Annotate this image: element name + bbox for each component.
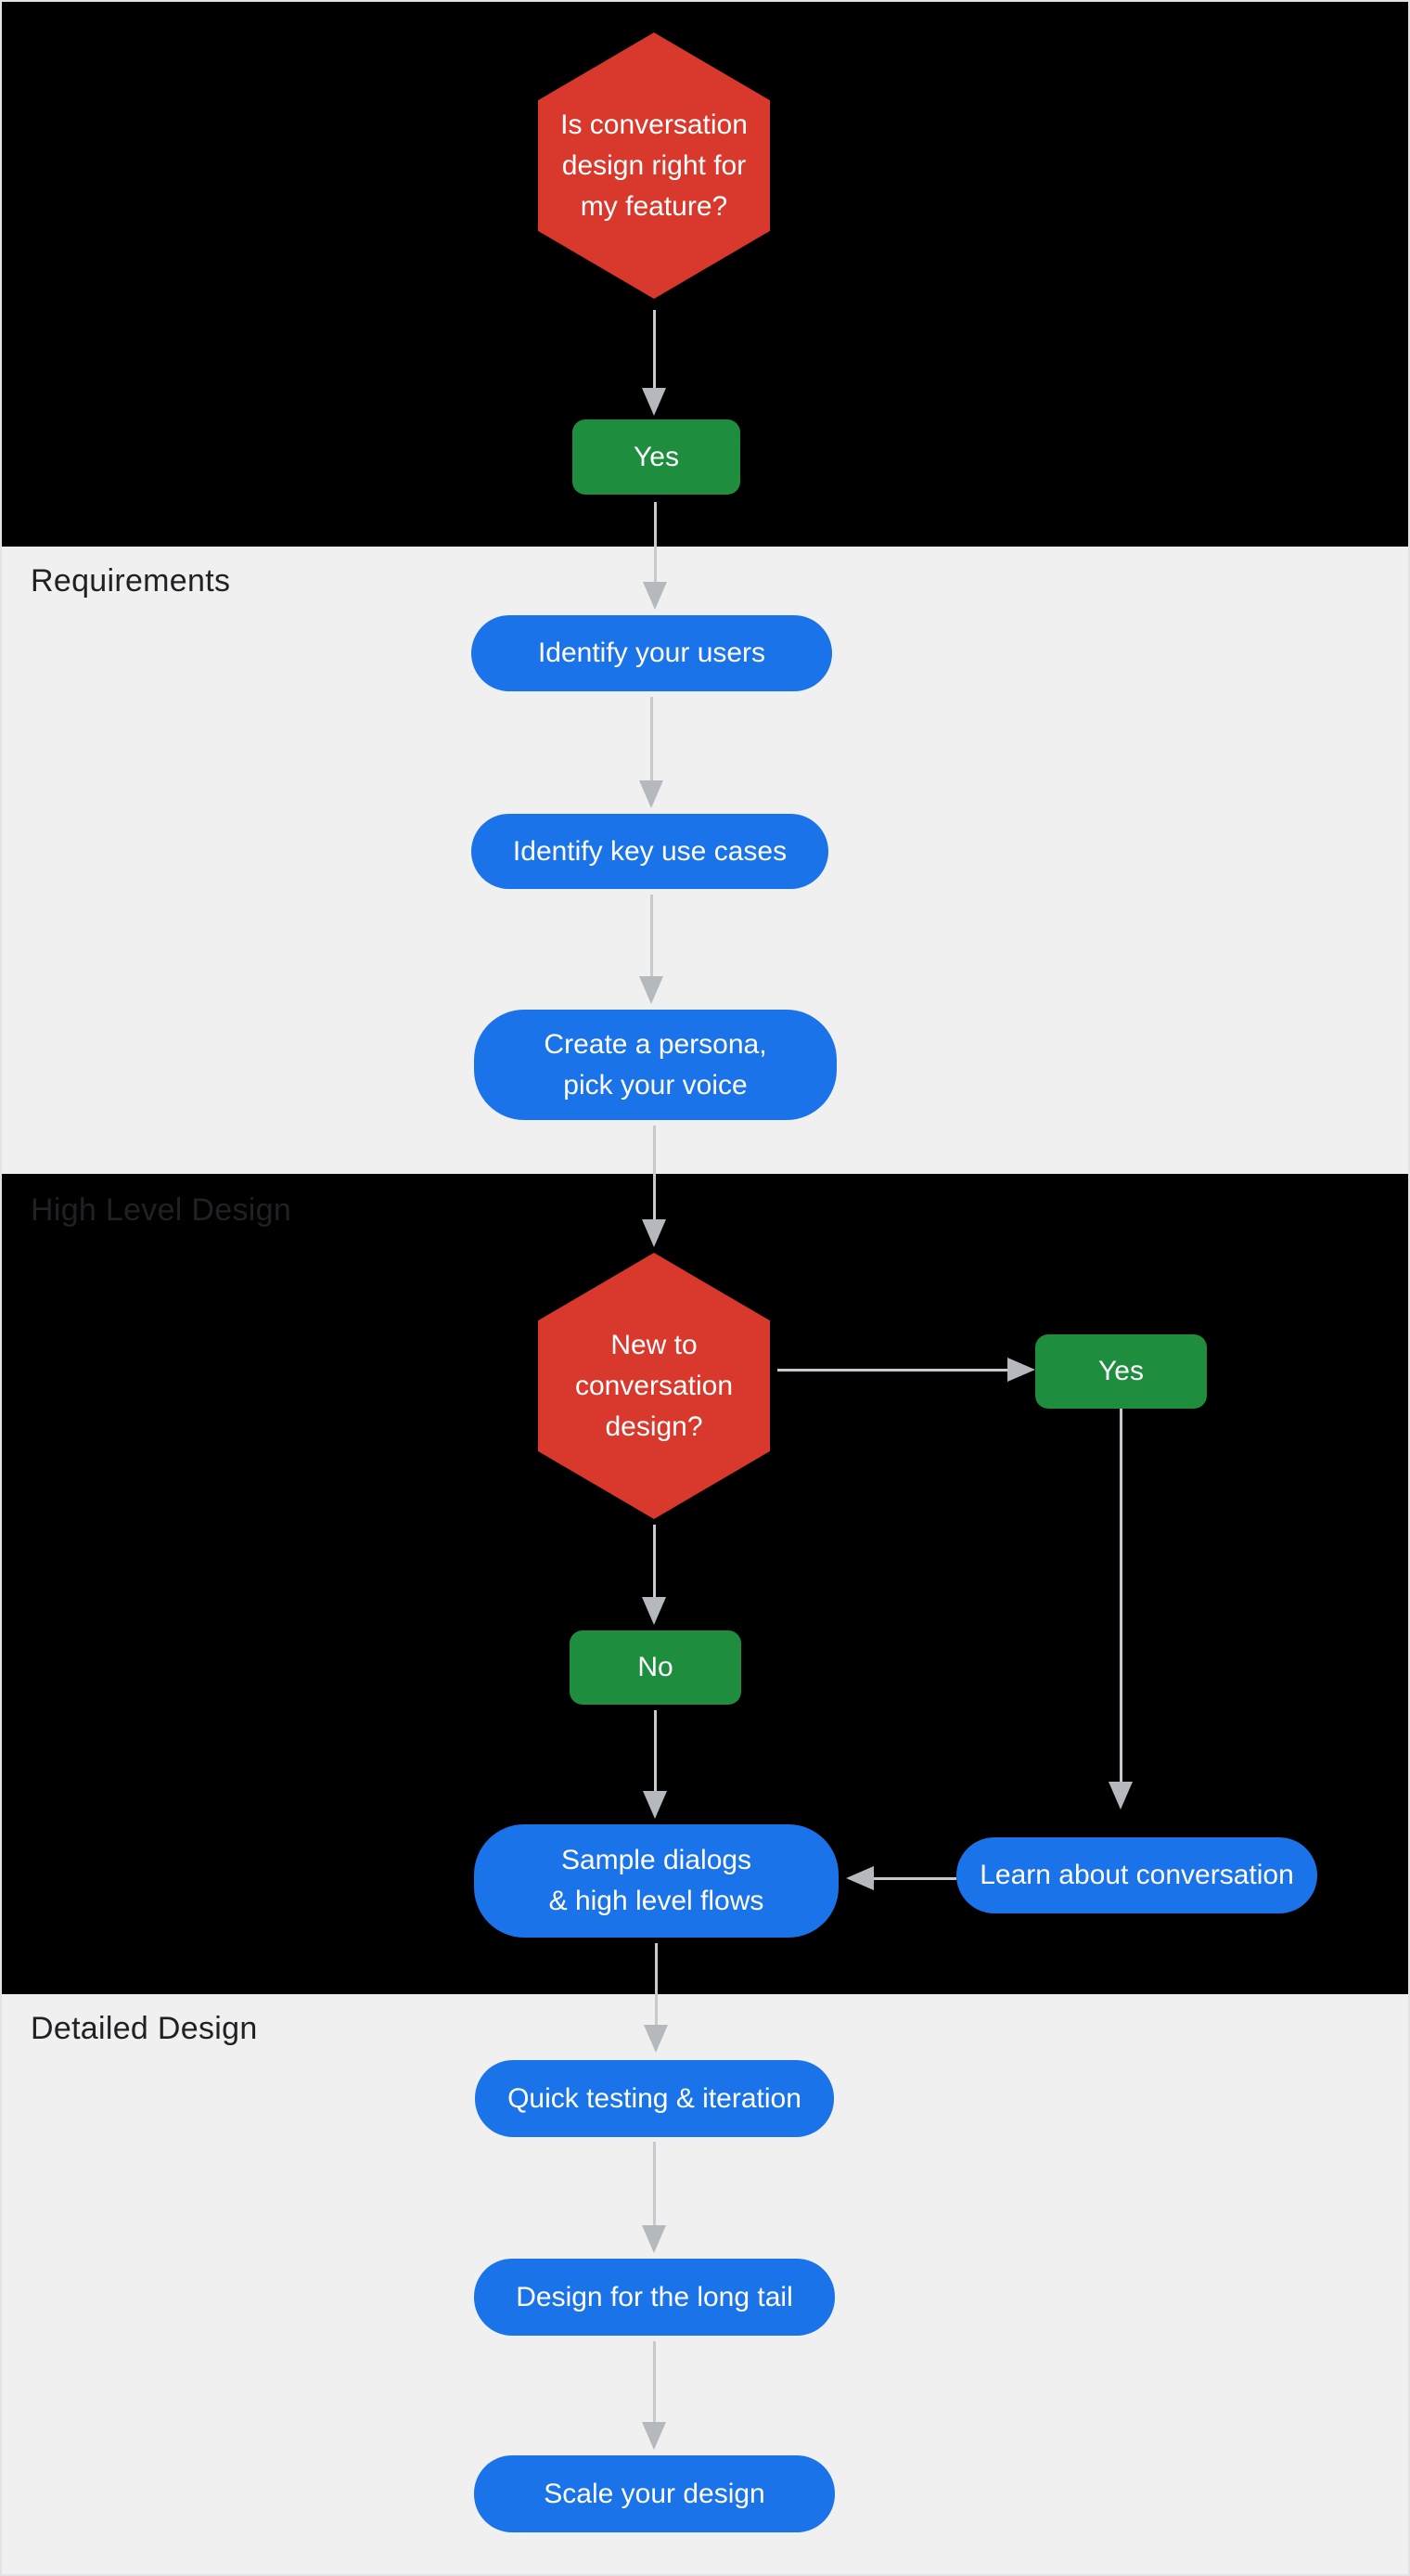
pill-line: pick your voice — [563, 1069, 748, 1101]
arrow-learn-to-sample-dialogs — [846, 1866, 956, 1890]
arrow-shaft — [652, 310, 656, 390]
design-long-tail-pill[interactable]: Design for the long tail — [474, 2259, 835, 2336]
quick-testing-pill[interactable]: Quick testing & iteration — [475, 2060, 834, 2137]
pill-line: Sample dialogs — [560, 1845, 752, 1875]
arrow-head-down-icon — [642, 2225, 666, 2253]
arrow-head-down-icon — [643, 1791, 667, 1819]
identify-your-users-pill[interactable]: Identify your users — [471, 615, 832, 691]
arrow-decision-to-yes-new — [777, 1358, 1035, 1382]
arrow-persona-to-new-decision — [642, 1126, 666, 1247]
pill-label: Learn about conversation — [980, 1860, 1294, 1890]
requirements-label: Requirements — [31, 563, 231, 599]
arrow-head-down-icon — [642, 388, 666, 416]
yes-button-new[interactable]: Yes — [1035, 1334, 1207, 1409]
arrow-yes-to-learn — [1109, 1409, 1133, 1810]
decision-line: my feature? — [580, 190, 728, 222]
pill-label: Identify key use cases — [512, 835, 788, 867]
arrow-use-cases-to-persona — [639, 895, 663, 1004]
pill-line: & high level flows — [548, 1886, 764, 1916]
arrow-long-tail-to-scale — [642, 2341, 666, 2450]
arrow-shaft — [652, 1126, 656, 1221]
decision-line: conversation — [574, 1370, 734, 1401]
decision-line: New to — [610, 1329, 698, 1360]
yes-button-label: Yes — [1098, 1356, 1144, 1386]
no-button[interactable]: No — [570, 1630, 741, 1705]
identify-key-use-cases-pill[interactable]: Identify key use cases — [471, 814, 828, 889]
arrow-head-down-icon — [642, 1597, 666, 1625]
pill-label: Scale your design — [544, 2478, 765, 2509]
pill-label: Identify your users — [537, 638, 766, 668]
arrow-shaft — [654, 1943, 658, 2027]
arrow-shaft — [872, 1876, 956, 1880]
decision-line: design? — [605, 1410, 703, 1442]
arrow-shaft — [653, 502, 657, 584]
pill-line: Create a persona, — [544, 1028, 767, 1060]
yes-button-feature[interactable]: Yes — [572, 419, 740, 495]
arrow-shaft — [777, 1368, 1009, 1372]
sample-dialogs-pill[interactable]: Sample dialogs & high level flows — [474, 1824, 839, 1938]
arrow-head-down-icon — [639, 780, 663, 808]
arrow-shaft — [653, 1710, 657, 1793]
arrow-decision-to-yes — [642, 310, 666, 416]
pill-label: Quick testing & iteration — [507, 2082, 801, 2114]
arrow-head-down-icon — [1109, 1782, 1133, 1810]
detailed-design-label: Detailed Design — [31, 2011, 258, 2046]
arrow-shaft — [649, 895, 653, 978]
yes-button-label: Yes — [634, 441, 679, 472]
arrow-no-to-sample-dialogs — [643, 1710, 667, 1819]
decision-line: design right for — [561, 149, 747, 181]
arrow-head-down-icon — [639, 976, 663, 1004]
scale-your-design-pill[interactable]: Scale your design — [474, 2455, 835, 2532]
arrow-decision-to-no — [642, 1525, 666, 1625]
arrow-head-down-icon — [643, 582, 667, 610]
arrow-quick-to-long-tail — [642, 2142, 666, 2253]
arrow-head-right-icon — [1007, 1358, 1035, 1382]
arrow-sample-to-quick-testing — [644, 1943, 668, 2053]
arrow-head-down-icon — [642, 1219, 666, 1247]
arrow-shaft — [652, 2341, 656, 2424]
decision-line: Is conversation — [560, 109, 748, 140]
arrow-head-down-icon — [644, 2025, 668, 2053]
high-level-design-label: High Level Design — [31, 1192, 292, 1228]
pill-label: Design for the long tail — [516, 2281, 793, 2312]
arrow-users-to-use-cases — [639, 697, 663, 808]
arrow-yes-to-identify-users — [643, 502, 667, 610]
learn-about-conversation-pill[interactable]: Learn about conversation — [956, 1837, 1317, 1913]
arrow-shaft — [1119, 1409, 1122, 1784]
arrow-head-left-icon — [846, 1866, 874, 1890]
arrow-shaft — [649, 697, 653, 782]
arrow-shaft — [652, 1525, 656, 1599]
create-persona-pill[interactable]: Create a persona, pick your voice — [474, 1010, 837, 1120]
arrow-shaft — [652, 2142, 656, 2227]
arrow-head-down-icon — [642, 2422, 666, 2450]
no-button-label: No — [637, 1652, 673, 1682]
